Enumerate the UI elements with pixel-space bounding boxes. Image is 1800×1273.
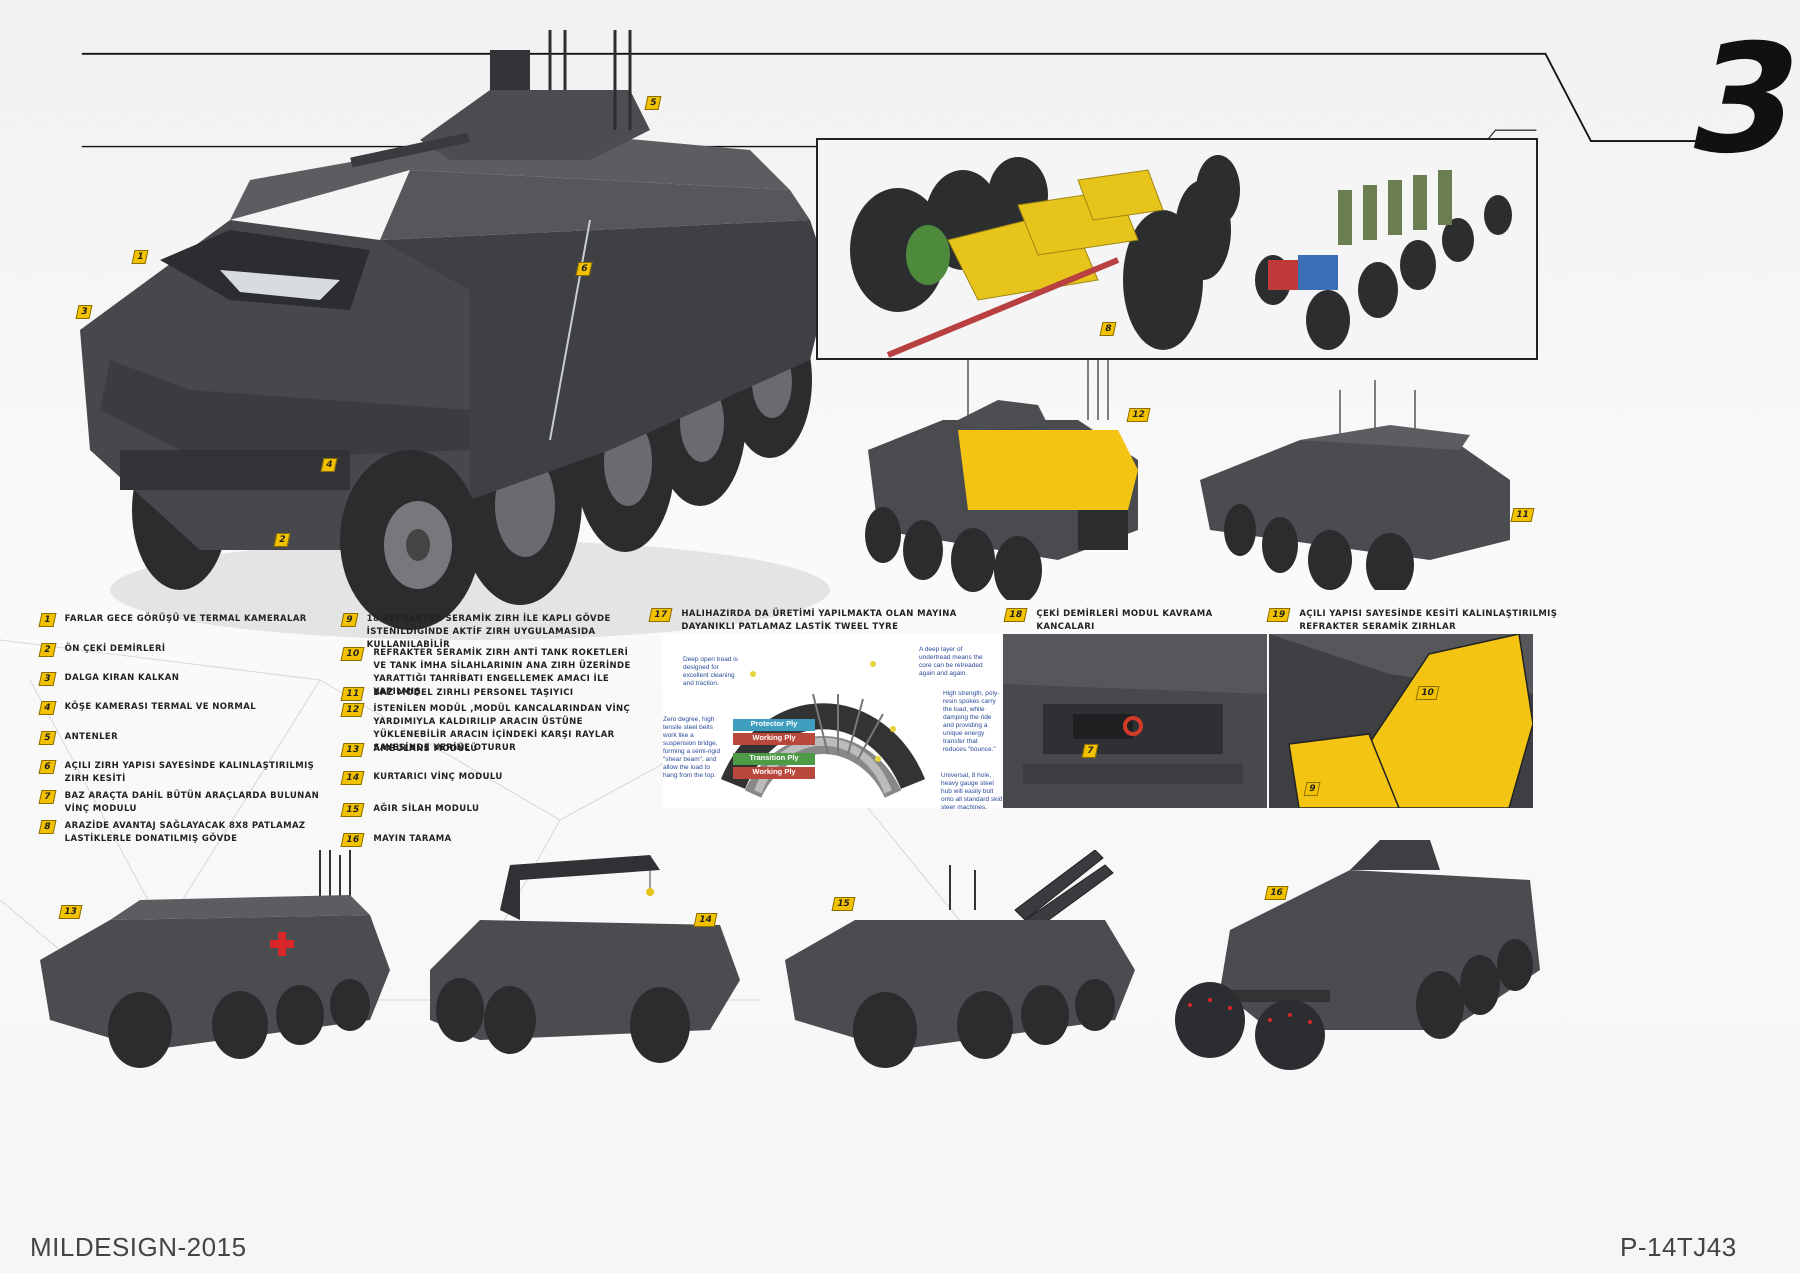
heavy-weapon-variant-render (785, 850, 1135, 1068)
main-vehicle-render (80, 30, 830, 640)
ambulance-variant-render (40, 850, 390, 1068)
marker: 16 (1264, 886, 1289, 900)
footer-right: P-14TJ43 (1620, 1232, 1737, 1262)
ply-stack: Protector Ply Working Ply Transition Ply… (733, 719, 815, 779)
marker: 1 (131, 250, 149, 264)
tyre-callout: High strength, poly-resin spokes carry t… (943, 690, 1000, 753)
ply-label: Transition Ply (733, 753, 815, 765)
armor-detail: 10 9 (1269, 634, 1533, 808)
chassis-render (818, 140, 1536, 358)
marker: 6 (575, 262, 593, 276)
marker: 11 (1510, 508, 1535, 522)
marker: 2 (273, 533, 291, 547)
ply-label: Working Ply (733, 733, 815, 745)
ply-label: Working Ply (733, 767, 815, 779)
marker: 9 (1303, 782, 1321, 796)
marker: 14 (693, 913, 718, 927)
marker: 8 (1099, 322, 1117, 336)
tow-hook-detail: 7 (1003, 634, 1267, 808)
marker: 12 (1126, 408, 1151, 422)
ply-label: Protector Ply (733, 719, 815, 731)
rear-view-render (1200, 380, 1510, 590)
mine-clearing-variant-render (1175, 840, 1540, 1070)
tyre-callout: A deep layer of undertread means the cor… (919, 646, 983, 677)
marker: 15 (831, 897, 856, 911)
module-lift-render (865, 360, 1138, 600)
marker: 3 (75, 305, 93, 319)
marker: 7 (1081, 744, 1099, 758)
tyre-diagram: Deep open tread is designed for excellen… (663, 634, 1003, 811)
marker: 5 (644, 96, 662, 110)
tyre-callout: Universal, 8 hole, heavy gauge steel hub… (941, 772, 1003, 811)
chassis-panel: 8 (816, 138, 1538, 360)
marker: 13 (58, 905, 83, 919)
marker: 10 (1415, 686, 1440, 700)
footer-left: MILDESIGN-2015 (30, 1232, 247, 1262)
tyre-callout: Deep open tread is designed for excellen… (683, 656, 738, 687)
tyre-callout: Zero degree, high tensile steel belts wo… (663, 716, 721, 779)
crane-variant-render (430, 855, 740, 1063)
marker: 4 (320, 458, 338, 472)
